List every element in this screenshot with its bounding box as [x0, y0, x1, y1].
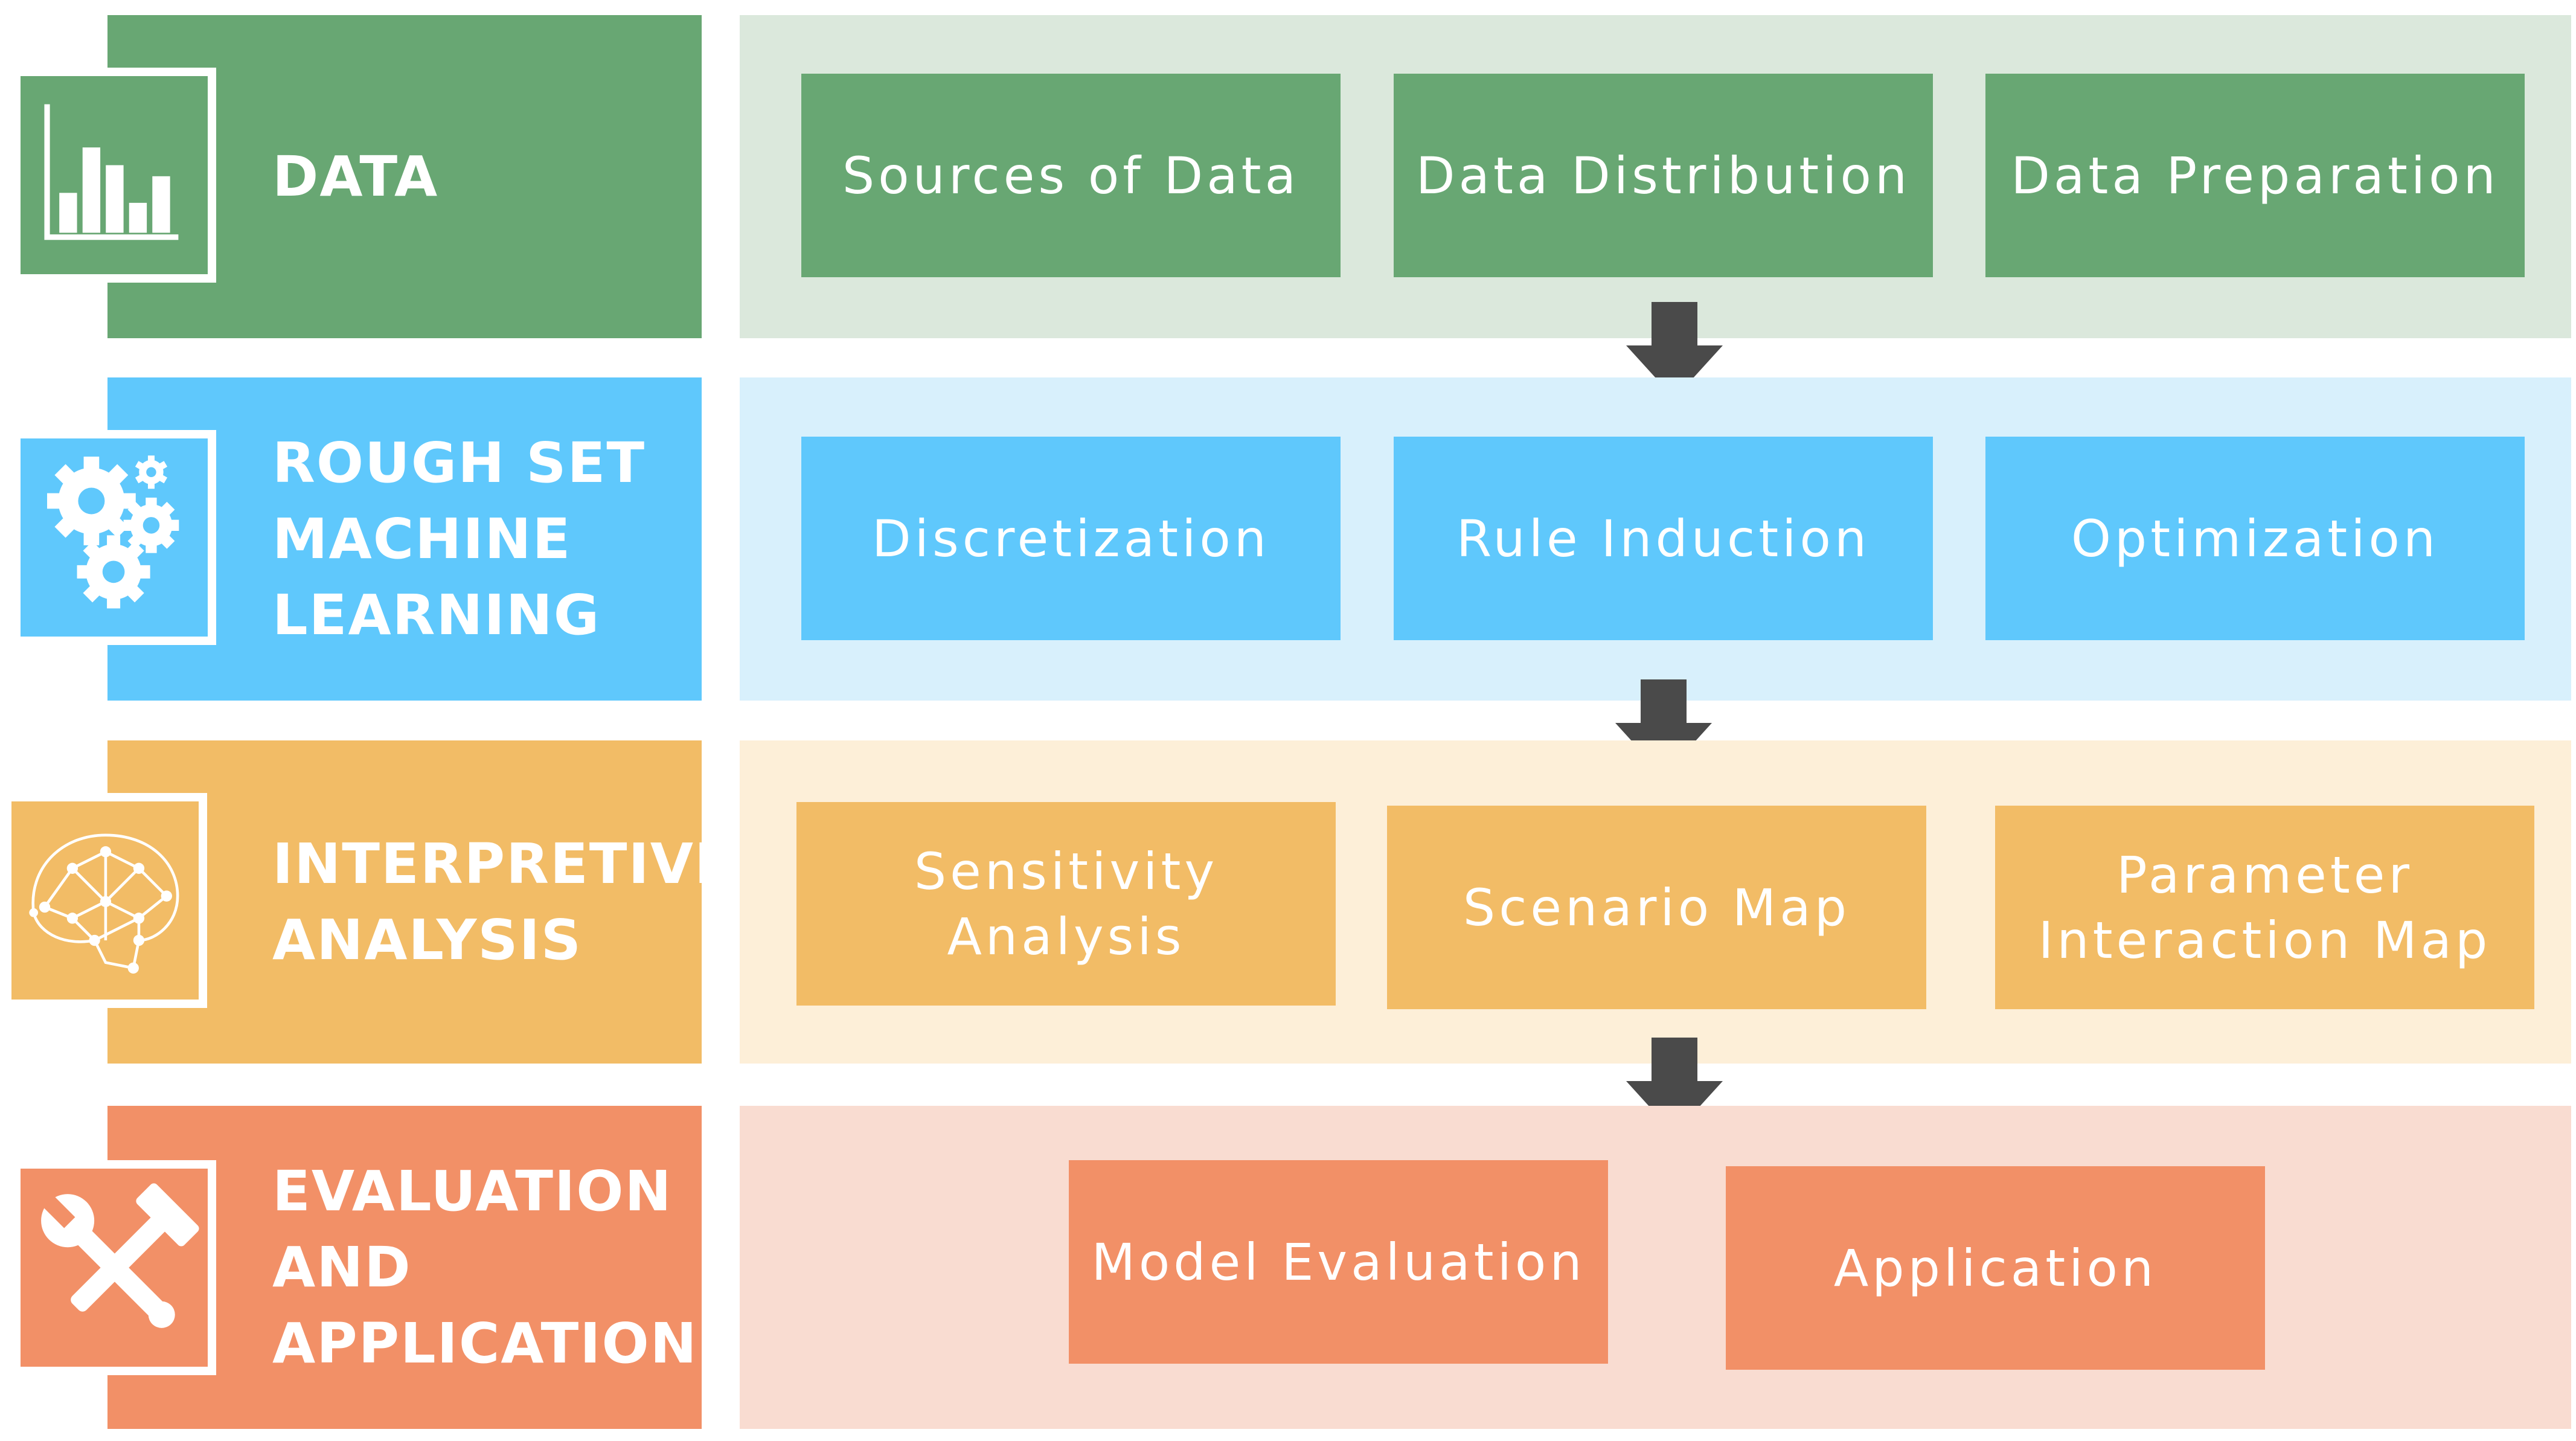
- step-discretization: Discretization: [801, 437, 1341, 640]
- step-parameter-interaction-map: Parameter Interaction Map: [1995, 806, 2534, 1009]
- flow-arrow-1: [1626, 302, 1723, 399]
- step-scenario-map: Scenario Map: [1387, 806, 1926, 1009]
- step-data-preparation: Data Preparation: [1985, 74, 2525, 277]
- step-sensitivity-analysis: Sensitivity Analysis: [796, 802, 1336, 1006]
- step-model-evaluation: Model Evaluation: [1069, 1160, 1608, 1364]
- flow-arrow-3: [1626, 1038, 1723, 1134]
- stage-data-title: DATA: [272, 144, 439, 209]
- stage-evaluation-panel: [740, 1106, 2571, 1429]
- stage-evaluation-icon-box: [12, 1160, 216, 1375]
- step-data-distribution: Data Distribution: [1394, 74, 1933, 277]
- step-sources-of-data: Sources of Data: [801, 74, 1341, 277]
- tools-icon: [40, 1183, 199, 1328]
- step-rule-induction: Rule Induction: [1394, 437, 1933, 640]
- stage-interpretive-title: INTERPRETIVE ANALYSIS: [272, 831, 734, 972]
- step-application: Application: [1726, 1166, 2265, 1370]
- brain-network-icon: [29, 833, 179, 974]
- gears-icon: [47, 455, 179, 609]
- stage-rough-set-title: ROUGH SET MACHINE LEARNING: [272, 430, 646, 647]
- step-optimization: Optimization: [1985, 437, 2525, 640]
- flow-arrow-2: [1615, 679, 1712, 776]
- stage-evaluation-title: EVALUATION AND APPLICATION: [272, 1158, 698, 1376]
- stage-data-icon-box: [12, 68, 216, 283]
- stage-interpretive-icon-box: [3, 793, 207, 1008]
- bar-chart-icon: [44, 104, 179, 240]
- stage-rough-set-icon-box: [12, 430, 216, 645]
